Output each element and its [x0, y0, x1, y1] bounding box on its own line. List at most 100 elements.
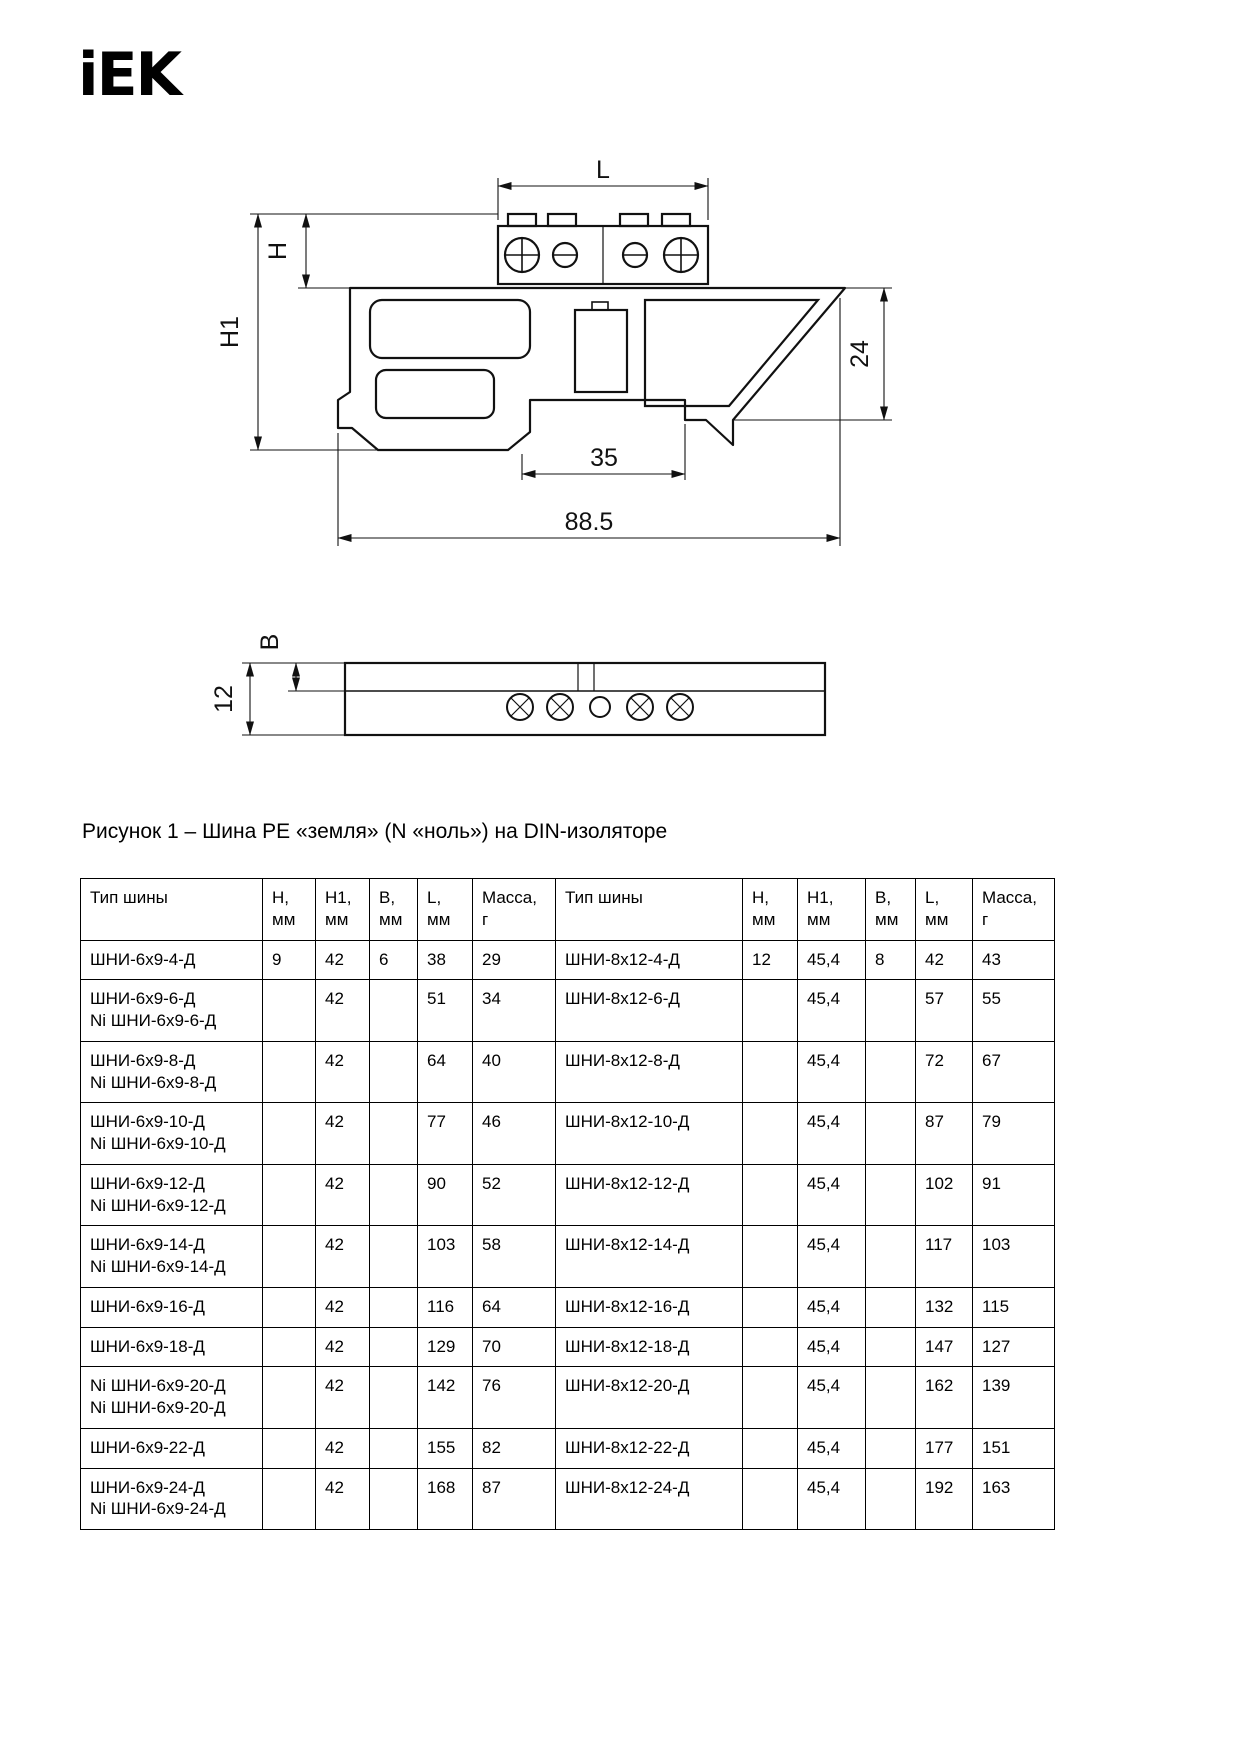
table-cell: ШНИ-8х12-14-Д [555, 1225, 743, 1288]
column-header: Масса, г [972, 878, 1055, 941]
table-cell [742, 1326, 798, 1368]
table-cell: 129 [417, 1326, 473, 1368]
table-cell: 102 [915, 1163, 973, 1227]
table-cell: ШНИ-6х9-18-Д [80, 1326, 263, 1368]
table-cell [742, 1427, 798, 1469]
table-cell [369, 1040, 418, 1104]
center-latch [591, 301, 609, 311]
terminal-tab [660, 212, 692, 228]
table-cell: 42 [315, 939, 370, 981]
terminal-tab [546, 212, 578, 228]
table-cell [262, 1286, 316, 1328]
table-cell: ШНИ-6х9-22-Д [80, 1427, 263, 1469]
table-cell [865, 1286, 916, 1328]
table-cell: 45,4 [797, 1163, 866, 1227]
table-cell [262, 1467, 316, 1530]
table-cell: 43 [972, 939, 1055, 981]
table-cell: 12 [742, 939, 798, 981]
table-cell [369, 1427, 418, 1469]
figure-caption: Рисунок 1 – Шина PE «земля» (N «ноль») н… [82, 820, 668, 843]
table-cell [865, 1040, 916, 1104]
table-cell: 77 [417, 1102, 473, 1165]
table-cell: 45,4 [797, 1467, 866, 1530]
iek-logo: iEK [78, 40, 182, 110]
table-cell: ШНИ-8х12-4-Д [555, 939, 743, 981]
table-cell [262, 1163, 316, 1227]
table-cell: 45,4 [797, 1427, 866, 1469]
table-cell: 142 [417, 1366, 473, 1429]
table-cell [742, 979, 798, 1042]
column-header: H1, мм [315, 878, 370, 941]
table-cell: 42 [315, 979, 370, 1042]
dim-label-12: 12 [210, 685, 238, 713]
table-cell: ШНИ-8х12-22-Д [555, 1427, 743, 1469]
table-cell: Ni ШНИ-6х9-20-Д Ni ШНИ-6х9-20-Д [80, 1366, 263, 1429]
column-header: H, мм [262, 878, 316, 941]
table-cell [742, 1225, 798, 1288]
table-cell: 127 [972, 1326, 1055, 1368]
table-cell [369, 1467, 418, 1530]
table-cell: 90 [417, 1163, 473, 1227]
table-cell: 46 [472, 1102, 556, 1165]
body-cutout [643, 298, 821, 408]
table-cell: 82 [472, 1427, 556, 1469]
table-cell [262, 979, 316, 1042]
table-cell [742, 1102, 798, 1165]
table-cell: 40 [472, 1040, 556, 1104]
table-cell: ШНИ-8х12-10-Д [555, 1102, 743, 1165]
dim-label-H1: H1 [216, 316, 244, 348]
table-cell: 192 [915, 1467, 973, 1530]
table-cell: 76 [472, 1366, 556, 1429]
table-cell: 72 [915, 1040, 973, 1104]
column-header: L, мм [915, 878, 973, 941]
dim-label-35: 35 [590, 444, 618, 472]
table-cell: ШНИ-6х9-16-Д [80, 1286, 263, 1328]
table-cell [742, 1163, 798, 1227]
table-cell [369, 1326, 418, 1368]
table-cell: 163 [972, 1467, 1055, 1530]
terminal-tab [618, 212, 650, 228]
table-cell [369, 1163, 418, 1227]
table-cell: 42 [315, 1286, 370, 1328]
table-cell: 42 [315, 1102, 370, 1165]
dimension-lines [242, 178, 892, 736]
table-cell: 103 [417, 1225, 473, 1288]
table-cell: 42 [315, 1427, 370, 1469]
table-cell [369, 1286, 418, 1328]
table-cell: 139 [972, 1366, 1055, 1429]
table-cell: 38 [417, 939, 473, 981]
table-cell: ШНИ-6х9-12-Д Ni ШНИ-6х9-12-Д [80, 1163, 263, 1227]
table-cell: 168 [417, 1467, 473, 1530]
table-cell: ШНИ-8х12-18-Д [555, 1326, 743, 1368]
table-cell: 103 [972, 1225, 1055, 1288]
table-cell: 34 [472, 979, 556, 1042]
dim-label-H: H [264, 242, 292, 260]
column-header: L, мм [417, 878, 473, 941]
table-cell [262, 1040, 316, 1104]
table-cell: 42 [315, 1326, 370, 1368]
table-cell [369, 979, 418, 1042]
table-cell: 116 [417, 1286, 473, 1328]
table-cell: 91 [972, 1163, 1055, 1227]
dim-label-885: 88.5 [565, 508, 614, 536]
table-cell: 162 [915, 1366, 973, 1429]
table-cell: 42 [915, 939, 973, 981]
table-cell: 64 [417, 1040, 473, 1104]
screw-icon [666, 693, 694, 721]
table-cell [742, 1286, 798, 1328]
column-header: Тип шины [80, 878, 263, 941]
screw-icon [546, 693, 574, 721]
body-cutout [368, 298, 532, 360]
table-cell: ШНИ-6х9-4-Д [80, 939, 263, 981]
table-cell: 147 [915, 1326, 973, 1368]
table-cell: ШНИ-6х9-6-Д Ni ШНИ-6х9-6-Д [80, 979, 263, 1042]
table-cell [262, 1102, 316, 1165]
